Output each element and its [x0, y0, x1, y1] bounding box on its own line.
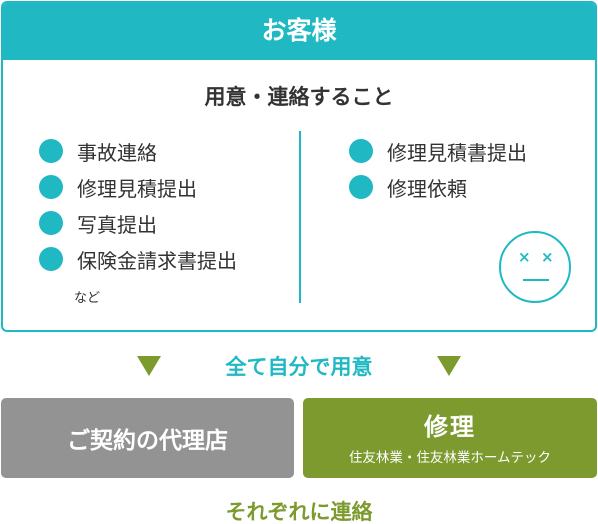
face-eye-icon: ×: [541, 248, 554, 266]
bullet-icon: [39, 247, 63, 271]
bullet-icon: [39, 139, 63, 163]
task-label: 保険金請求書提出: [77, 248, 237, 273]
task-label: 修理依頼: [387, 176, 467, 201]
agent-box: ご契約の代理店: [1, 398, 294, 478]
task-label: 事故連絡: [77, 140, 157, 165]
list-item: 修理見積書提出: [349, 133, 527, 169]
list-item: 保険金請求書提出: [39, 241, 237, 277]
left-task-list: 事故連絡 修理見積提出 写真提出 保険金請求書提出: [39, 133, 237, 277]
repair-title: 修理: [424, 413, 476, 441]
repair-box: 修理 住友林業・住友林業ホームテック: [303, 398, 597, 478]
list-item: 修理見積提出: [39, 169, 237, 205]
face-eye-icon: ×: [518, 248, 531, 266]
bullet-icon: [39, 211, 63, 235]
list-item: 写真提出: [39, 205, 237, 241]
task-label: 修理見積書提出: [387, 140, 527, 165]
bullet-icon: [349, 139, 373, 163]
down-arrow-icon: [437, 356, 461, 376]
list-item: 修理依頼: [349, 169, 527, 205]
column-divider: [299, 131, 301, 303]
list-item: 事故連絡: [39, 133, 237, 169]
customer-card: お客様 用意・連絡すること 事故連絡 修理見積提出 写真提出 保険金請求書提出 …: [1, 1, 597, 332]
task-label: 修理見積提出: [77, 176, 197, 201]
dizzy-face-icon: × ×: [499, 231, 571, 303]
etc-note: など: [74, 291, 101, 306]
contact-each-label: それぞれに連絡: [225, 500, 373, 524]
bullet-icon: [39, 175, 63, 199]
bullet-icon: [349, 175, 373, 199]
agent-label: ご契約の代理店: [67, 428, 228, 454]
task-label: 写真提出: [77, 212, 157, 237]
preparation-title: 用意・連絡すること: [204, 85, 394, 109]
down-arrow-icon: [137, 356, 161, 376]
repair-subtitle: 住友林業・住友林業ホームテック: [348, 450, 552, 466]
customer-header: お客様: [3, 3, 595, 60]
right-task-list: 修理見積書提出 修理依頼: [349, 133, 527, 205]
face-mouth-icon: [523, 279, 549, 281]
prepare-all-label: 全て自分で用意: [225, 355, 373, 379]
